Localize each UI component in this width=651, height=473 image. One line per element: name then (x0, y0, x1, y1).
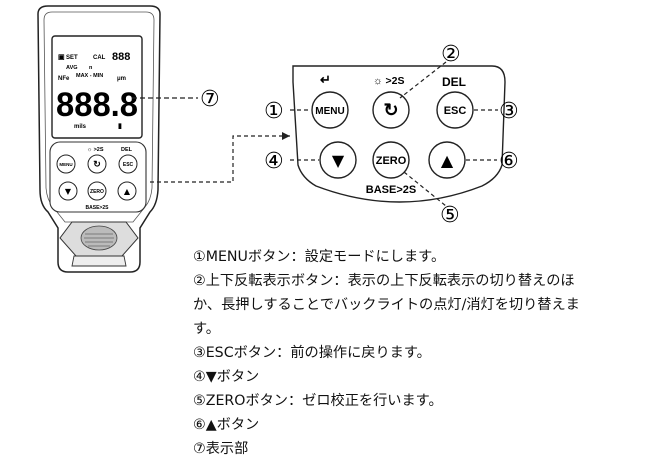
lcd-nfe-label: NFe (58, 76, 70, 82)
rotate-icon: ↻ (93, 159, 101, 169)
description-line: ⑥▲ボタン (193, 417, 260, 433)
description-line: す。 (193, 321, 220, 337)
device-up-button[interactable]: ▲ (117, 181, 137, 201)
lcd-avg-label: AVG (66, 65, 78, 71)
leader-line-5 (403, 171, 447, 207)
device-illustration: ▣ SET CAL 888 AVG n MAX - MIN NFe μm 888… (37, 5, 161, 273)
description-line: ②上下反転表示ボタン：表示の上下反転表示の切り替えのほ (193, 273, 575, 289)
device-zero-button[interactable]: ZERO (87, 181, 107, 201)
device-below-zero: BASE>2S (86, 205, 110, 211)
description-line: か、長押しすることでバックライトの点灯/消灯を切り替えま (193, 297, 580, 313)
keypad-leader-line (150, 135, 290, 183)
zero-button[interactable]: ZERO (372, 141, 410, 179)
below-zero-label: BASE>2S (366, 184, 416, 196)
svg-text:ZERO: ZERO (376, 155, 407, 167)
rotate-backlight-button[interactable]: ↻ (372, 91, 410, 129)
lcd-n-label: n (89, 65, 93, 71)
device-above-esc: DEL (121, 147, 133, 153)
enlarged-keypad: ↵ ☼ >2S DEL MENU ↻ ESC ▼ ZERO ▲ BASE>2S (292, 65, 506, 203)
svg-text:ZERO: ZERO (90, 189, 104, 195)
lcd-cal-label: CAL (93, 55, 106, 61)
description-line: ①MENUボタン：設定モードにします。 (193, 249, 446, 265)
lcd-mini-digits: 888 (112, 51, 130, 63)
rotate-arrow-icon: ↻ (383, 100, 398, 120)
description-line: ⑦表示部 (193, 441, 249, 457)
description-line: ③ESCボタン：前の操作に戻ります。 (193, 345, 431, 361)
device-rotate-button[interactable]: ↻ (87, 154, 107, 174)
callout-3: ③ (499, 99, 519, 124)
callout-4: ④ (264, 149, 284, 174)
callout-2: ② (441, 42, 461, 67)
device-down-button[interactable]: ▼ (58, 181, 78, 201)
svg-text:▼: ▼ (332, 151, 345, 170)
description-line: ④▼ボタン (193, 369, 260, 385)
above-rotate-label: ☼ >2S (373, 75, 405, 87)
lcd-set-label: SET (66, 55, 78, 61)
esc-button[interactable]: ESC (436, 91, 474, 129)
above-esc-label: DEL (442, 75, 466, 89)
down-button[interactable]: ▼ (319, 141, 357, 179)
leader-line-2 (399, 61, 447, 99)
svg-text:MENU: MENU (59, 162, 72, 167)
svg-text:▲: ▲ (441, 151, 454, 170)
lcd-maxmin-label: MAX - MIN (76, 73, 103, 79)
svg-text:▲: ▲ (124, 187, 131, 196)
svg-text:ESC: ESC (444, 105, 467, 117)
up-button[interactable]: ▲ (428, 141, 466, 179)
callout-7: ⑦ (200, 87, 220, 112)
svg-text:MENU: MENU (315, 106, 344, 117)
menu-button[interactable]: MENU (311, 91, 349, 129)
device-probe (59, 221, 139, 267)
lcd-cal-icon: ▣ (58, 54, 65, 61)
device-esc-button[interactable]: ESC (118, 154, 138, 174)
callout-5: ⑤ (440, 203, 460, 228)
callout-6: ⑥ (499, 149, 519, 174)
lcd-battery-icon: ▮ (118, 123, 122, 130)
svg-text:▼: ▼ (65, 187, 72, 196)
description-line: ⑤ZEROボタン：ゼロ校正を行います。 (193, 393, 443, 409)
lcd-um-top-label: μm (117, 76, 126, 82)
device-above-rotate: ☼ >2S (87, 147, 104, 153)
lcd-screen (51, 35, 143, 139)
svg-text:ESC: ESC (123, 162, 134, 168)
lcd-main-digits: 888.8 (56, 86, 138, 124)
device-menu-button[interactable]: MENU (56, 154, 76, 174)
lcd-mils-label: mils (74, 124, 87, 130)
callout-1: ① (264, 99, 284, 124)
enter-symbol: ↵ (320, 72, 331, 87)
keypad-leader-arrow (282, 132, 290, 140)
